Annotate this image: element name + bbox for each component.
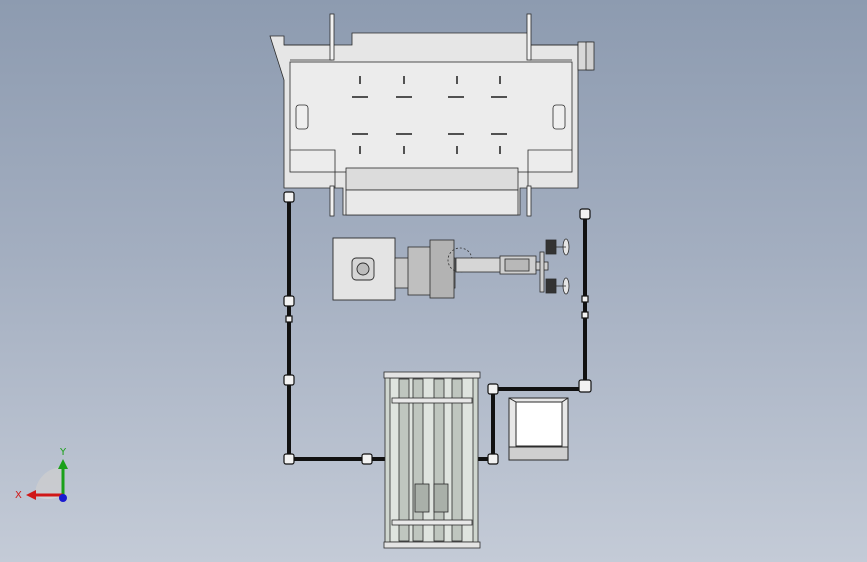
y-axis-label: Y bbox=[59, 447, 67, 458]
robot-base-plate[interactable] bbox=[332, 237, 396, 301]
robot-arm[interactable] bbox=[394, 239, 549, 299]
gripper-tooling[interactable] bbox=[539, 238, 570, 295]
press-slots bbox=[352, 76, 507, 154]
press-machine[interactable] bbox=[269, 13, 595, 217]
parts-bin[interactable] bbox=[508, 397, 569, 461]
x-axis-label: X bbox=[15, 490, 22, 501]
coordinate-triad-icon: Y X bbox=[15, 447, 68, 502]
fence-nodes[interactable] bbox=[283, 191, 592, 465]
conveyor-rack[interactable] bbox=[383, 371, 481, 549]
